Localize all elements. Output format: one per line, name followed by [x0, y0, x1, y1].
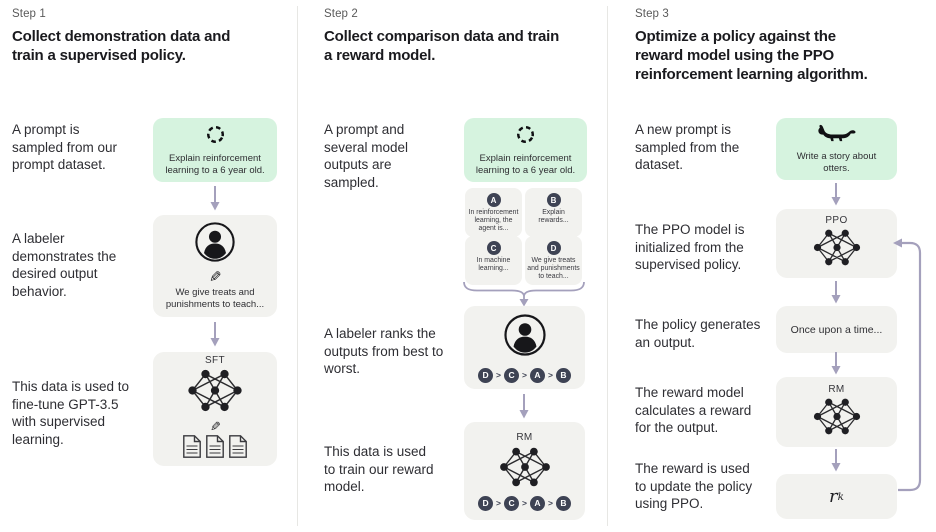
step1-row1-text: A prompt is sampled from our prompt data… — [12, 122, 118, 172]
step3-label: Step 3 — [635, 8, 669, 20]
pencil-icon: ✎ — [208, 269, 222, 286]
down-arrow-icon — [831, 183, 841, 206]
neural-network-icon — [813, 228, 861, 272]
neural-network-icon — [813, 397, 861, 441]
sample-cycle-icon — [515, 124, 536, 150]
feedback-loop-arrow — [893, 238, 922, 492]
output-badge-c: C — [486, 241, 501, 255]
down-arrow-icon — [519, 394, 529, 419]
rm-label: RM — [828, 383, 845, 395]
output-text-b: Explain rewards... — [538, 209, 569, 224]
step1-prompt-caption: Explain reinforcement learning to a 6 ye… — [165, 152, 265, 176]
step3-rm-box: RM — [776, 377, 897, 447]
output-box-d: D We give treats and punishments to teac… — [525, 236, 582, 285]
output-badge-b: B — [546, 193, 561, 207]
step2-row1-text: A prompt and several model outputs are s… — [324, 122, 409, 190]
rank-separator: > — [496, 498, 502, 508]
output-box-b: B Explain rewards... — [525, 188, 582, 237]
step3-ppo-box: PPO — [776, 209, 897, 278]
rank-separator: > — [522, 498, 527, 508]
step1-demo-caption: We give treats and punishments to teach.… — [165, 287, 265, 310]
brace-arrow-icon — [463, 281, 585, 307]
ranking-sequence: D > C > A > B — [478, 367, 571, 383]
output-text-d: We give treats and punishments to teach.… — [527, 257, 580, 280]
documents-icon — [183, 435, 247, 463]
down-arrow-icon — [210, 322, 220, 347]
step2-row2-text: A labeler ranks the outputs from best to… — [324, 326, 444, 376]
otter-icon — [816, 124, 858, 148]
ppo-label: PPO — [825, 215, 848, 226]
step2-prompt-box: Explain reinforcement learning to a 6 ye… — [464, 118, 587, 182]
down-arrow-icon — [831, 352, 841, 375]
step2-label: Step 2 — [324, 8, 358, 20]
rank-badge: C — [504, 367, 520, 383]
sft-label: SFT — [204, 355, 226, 366]
step2-title: Collect comparison data and train a rewa… — [324, 28, 560, 64]
rank-separator: > — [547, 370, 553, 380]
rm-label: RM — [516, 431, 533, 443]
down-arrow-icon — [831, 281, 841, 304]
rank-badge: B — [555, 495, 571, 511]
rank-badge: C — [504, 495, 520, 511]
down-arrow-icon — [831, 449, 841, 472]
column-divider — [297, 6, 298, 526]
rank-badge: D — [478, 495, 494, 511]
step1-label: Step 1 — [12, 8, 46, 20]
step3-row1-text: A new prompt is sampled from the dataset… — [635, 122, 740, 172]
step3-row4-text: The reward model calculates a reward for… — [635, 385, 752, 435]
labeler-person-icon — [503, 313, 547, 362]
step1-title: Collect demonstration data and train a s… — [12, 28, 231, 64]
output-badge-a: A — [486, 193, 501, 207]
rank-badge: A — [529, 495, 545, 511]
output-text-a: In reinforcement learning, the agent is.… — [468, 209, 519, 232]
step3-prompt-caption: Write a story about otters. — [796, 150, 877, 174]
output-text-c: In machine learning... — [476, 257, 511, 272]
rank-separator: > — [547, 498, 553, 508]
output-box-a: A In reinforcement learning, the agent i… — [465, 188, 522, 237]
neural-network-icon — [187, 368, 243, 418]
step3-output-box: Once upon a time... — [776, 306, 897, 353]
reward-value: r — [829, 486, 838, 507]
step1-row2-text: A labeler demonstrates the desired outpu… — [12, 231, 117, 299]
output-badge-d: D — [546, 241, 561, 255]
labeler-person-icon — [194, 221, 236, 268]
down-arrow-icon — [210, 186, 220, 211]
step2-row3-text: This data is used to train our reward mo… — [324, 444, 434, 494]
step3-title: Optimize a policy against the reward mod… — [635, 28, 868, 83]
rank-separator: > — [522, 370, 527, 380]
step2-ranking-box: D > C > A > B — [464, 306, 585, 389]
output-box-c: C In machine learning... — [465, 236, 522, 285]
step2-prompt-caption: Explain reinforcement learning to a 6 ye… — [475, 152, 576, 176]
step1-sft-box: SFT ✎ — [153, 352, 277, 466]
step2-rm-box: RM D > C > A > B — [464, 422, 585, 520]
pencil-icon: ✎ — [209, 419, 221, 434]
rank-badge: A — [529, 367, 545, 383]
step3-row2-text: The PPO model is initialized from the su… — [635, 222, 745, 272]
step1-prompt-box: Explain reinforcement learning to a 6 ye… — [153, 118, 277, 182]
rank-badge: B — [555, 367, 571, 383]
step1-row3-text: This data is used to fine-tune GPT-3.5 w… — [12, 379, 130, 447]
reward-subscript: k — [837, 490, 844, 503]
step3-output-text: Once upon a time... — [790, 323, 883, 336]
column-divider — [607, 6, 608, 526]
neural-network-icon — [499, 446, 551, 493]
rank-separator: > — [496, 370, 502, 380]
step3-row5-text: The reward is used to update the policy … — [635, 461, 753, 511]
ranking-sequence: D > C > A > B — [478, 495, 571, 511]
step3-row3-text: The policy generates an output. — [635, 317, 761, 350]
step3-prompt-box: Write a story about otters. — [776, 118, 897, 180]
rank-badge: D — [478, 367, 494, 383]
sample-cycle-icon — [205, 124, 226, 150]
step1-labeler-box: ✎ We give treats and punishments to teac… — [153, 215, 277, 317]
